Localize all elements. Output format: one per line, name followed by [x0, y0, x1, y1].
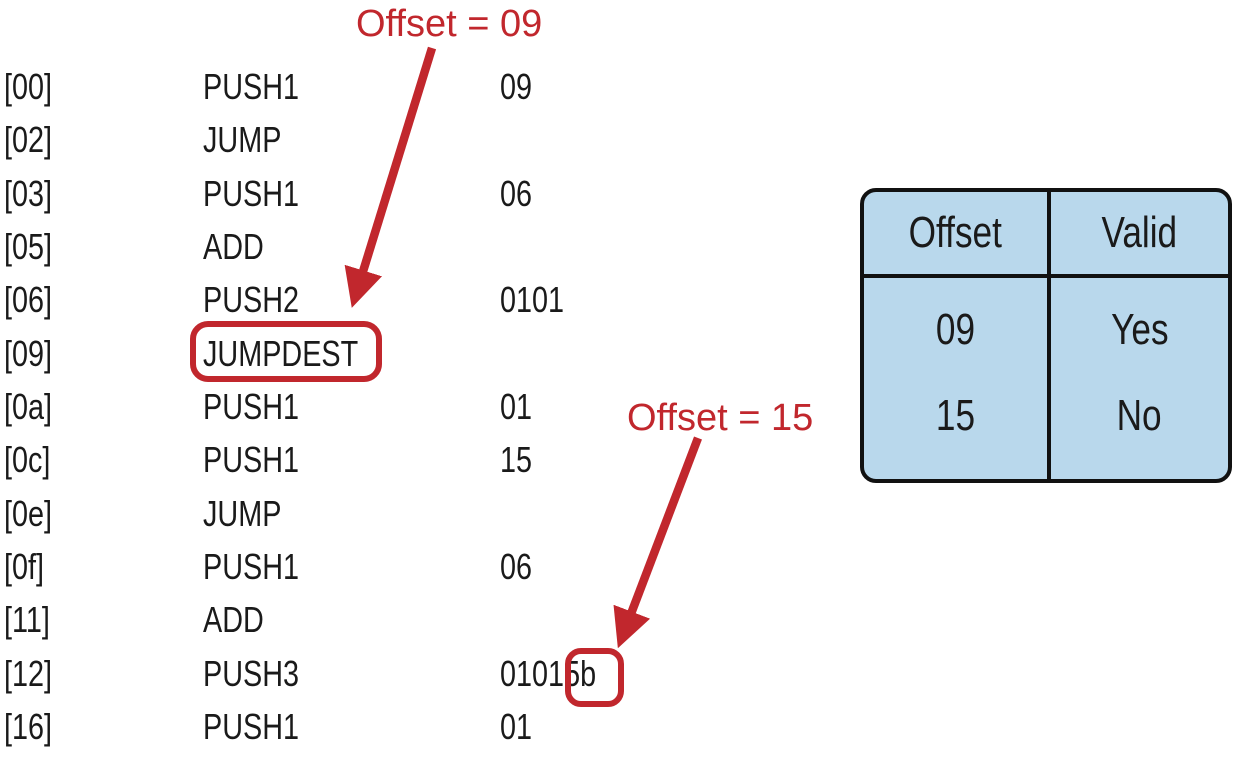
row-operand: 06: [500, 172, 533, 214]
row-offset: [05]: [4, 226, 53, 268]
row-offset: [0f]: [4, 546, 45, 588]
jumpdest-validity-table: Offset Valid 09 Yes 15 No: [860, 188, 1232, 483]
annotation-offset-09-label: Offset = 09: [356, 3, 543, 45]
table-cell-valid-yes: Yes: [1110, 305, 1169, 354]
listing-row: [0f] PUSH1 06: [0, 540, 860, 593]
operand-prefix: 0101: [500, 652, 565, 694]
row-opcode: ADD: [203, 599, 264, 641]
table-header-offset: Offset: [908, 208, 1003, 257]
row-offset: [0a]: [4, 386, 53, 428]
row-opcode: JUMP: [203, 492, 282, 534]
row-offset: [00]: [4, 66, 53, 107]
row-offset: [0c]: [4, 439, 51, 481]
row-offset: [12]: [4, 652, 53, 694]
row-opcode: PUSH1: [203, 546, 300, 588]
table-cell-offset-15: 15: [935, 391, 976, 440]
annotation-offset-15-label: Offset = 15: [627, 397, 814, 439]
row-operand: 01: [500, 386, 533, 428]
row-offset: [16]: [4, 706, 53, 748]
table-cell-valid-no: No: [1117, 391, 1162, 440]
row-opcode: PUSH2: [203, 279, 300, 321]
listing-row: [05] ADD: [0, 220, 860, 273]
row-opcode: PUSH1: [203, 172, 300, 214]
jumpdest-highlight-box: [190, 321, 382, 382]
row-operand: 15: [500, 439, 533, 481]
row-opcode: PUSH1: [203, 66, 300, 107]
row-opcode: ADD: [203, 226, 264, 268]
table-column-divider: [1047, 192, 1051, 479]
row-operand: 01: [500, 706, 533, 748]
row-opcode: PUSH1: [203, 386, 300, 428]
row-opcode: PUSH1: [203, 439, 300, 481]
bytecode-listing: [00] PUSH1 09 [02] JUMP [03] PUSH1 06 [05] ADD [06…: [0, 60, 860, 753]
listing-row: [16] PUSH1 01: [0, 700, 860, 753]
listing-row: [0c] PUSH1 15: [0, 433, 860, 486]
row-offset: [03]: [4, 172, 53, 214]
listing-row: [11] ADD: [0, 593, 860, 646]
table-cell-offset-09: 09: [935, 305, 976, 354]
row-opcode: PUSH1: [203, 706, 300, 748]
table-header-divider: [864, 274, 1228, 278]
row-offset: [11]: [4, 599, 50, 641]
row-offset: [0e]: [4, 492, 53, 534]
row-opcode: PUSH3: [203, 652, 300, 694]
listing-row: [09] JUMPDEST: [0, 327, 860, 380]
listing-row: [03] PUSH1 06: [0, 167, 860, 220]
row-operand: 0101: [500, 279, 565, 321]
listing-row: [0e] JUMP: [0, 487, 860, 540]
operand-5b-circle: [565, 648, 624, 707]
listing-row: [00] PUSH1 09: [0, 60, 860, 113]
listing-row: [06] PUSH2 0101: [0, 273, 860, 326]
row-offset: [09]: [4, 332, 53, 374]
row-opcode: JUMPDEST: [203, 332, 359, 374]
row-opcode: JUMP: [203, 119, 282, 161]
row-operand: 09: [500, 66, 533, 107]
row-offset: [02]: [4, 119, 53, 161]
row-offset: [06]: [4, 279, 53, 321]
listing-row: [0a] PUSH1 01: [0, 380, 860, 433]
row-operand: 06: [500, 546, 533, 588]
table-header-valid: Valid: [1101, 208, 1178, 257]
listing-row: [02] JUMP: [0, 113, 860, 166]
